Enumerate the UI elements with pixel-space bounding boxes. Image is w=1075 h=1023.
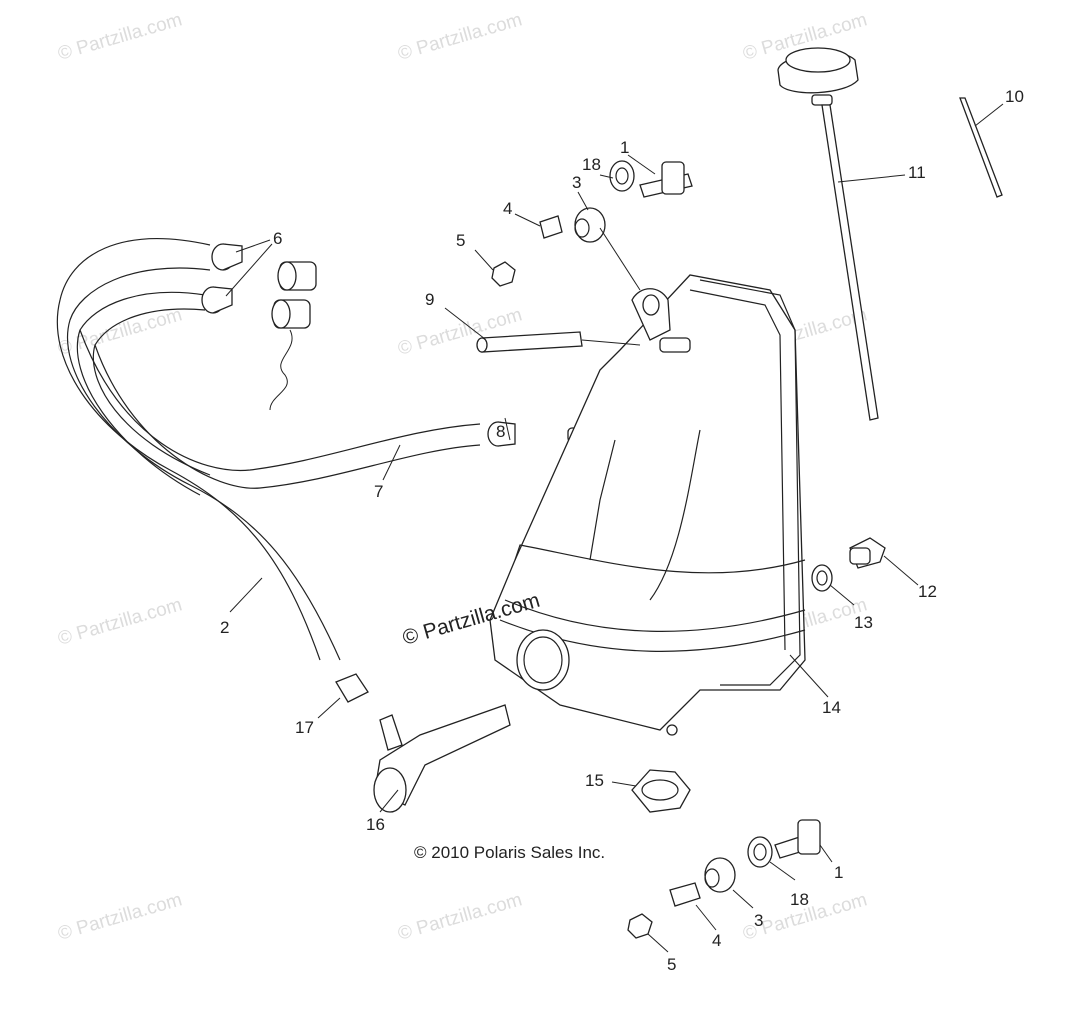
dipstick-11 xyxy=(777,47,879,421)
elbow-16 xyxy=(373,704,511,813)
fitting-12 xyxy=(849,537,886,569)
rod-10 xyxy=(959,97,1003,198)
sleeve-17 xyxy=(335,673,369,703)
callout-10: 10 xyxy=(1005,87,1024,106)
watermark: © Partzilla.com xyxy=(56,889,185,944)
callout-2: 2 xyxy=(220,618,229,637)
callout-3-bottom: 3 xyxy=(754,911,763,930)
callout-4-top: 4 xyxy=(503,199,512,218)
callout-7: 7 xyxy=(374,482,383,501)
callout-5-top: 5 xyxy=(456,231,465,250)
callout-3-top: 3 xyxy=(572,173,581,192)
callout-18-top: 18 xyxy=(582,155,601,174)
callout-8: 8 xyxy=(496,422,505,441)
hardware-top xyxy=(491,160,693,287)
watermark: © Partzilla.com xyxy=(56,9,185,64)
oil-tank-14 xyxy=(489,274,806,736)
copyright: © 2010 Polaris Sales Inc. xyxy=(414,843,605,862)
washer-13 xyxy=(811,564,833,592)
watermark: © Partzilla.com xyxy=(396,304,525,359)
hardware-bottom xyxy=(627,819,821,939)
clamps-6 xyxy=(201,243,317,411)
callout-1-top: 1 xyxy=(620,138,629,157)
callout-11: 11 xyxy=(908,163,926,182)
callout-5-bottom: 5 xyxy=(667,955,676,974)
grommet-15 xyxy=(631,769,691,813)
callout-1-bottom: 1 xyxy=(834,863,843,882)
hose-7 xyxy=(79,329,481,472)
watermark: © Partzilla.com xyxy=(56,594,185,649)
callout-12: 12 xyxy=(918,582,937,601)
callout-4-bottom: 4 xyxy=(712,931,721,950)
leader-lines xyxy=(225,103,1004,953)
hose-bundle xyxy=(56,238,481,661)
callout-14: 14 xyxy=(822,698,841,717)
watermark: © Partzilla.com xyxy=(56,304,185,359)
watermark: © Partzilla.com xyxy=(396,9,525,64)
callout-9: 9 xyxy=(425,290,434,309)
watermark: © Partzilla.com xyxy=(396,889,525,944)
callouts: 1 18 3 4 5 6 9 8 7 2 10 11 12 13 14 15 1… xyxy=(220,87,1024,974)
callout-6: 6 xyxy=(273,229,282,248)
callout-17: 17 xyxy=(295,718,314,737)
callout-18-bottom: 18 xyxy=(790,890,809,909)
callout-15: 15 xyxy=(585,771,604,790)
callout-13: 13 xyxy=(854,613,873,632)
callout-16: 16 xyxy=(366,815,385,834)
vent-tube-9 xyxy=(476,331,583,353)
